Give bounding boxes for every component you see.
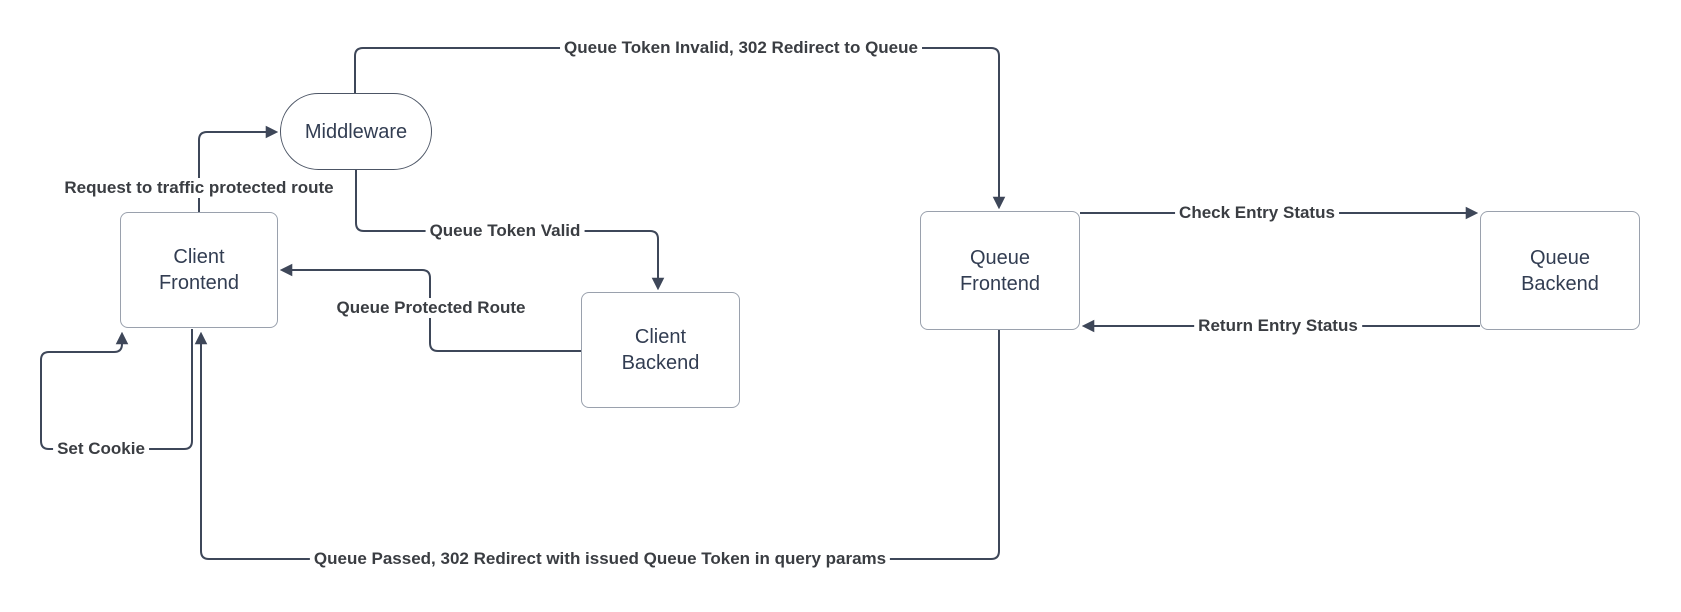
edge-label-return-entry: Return Entry Status: [1194, 316, 1362, 336]
edge-label-check-entry: Check Entry Status: [1175, 203, 1339, 223]
node-client-backend: Client Backend: [581, 292, 740, 408]
node-queue-backend: Queue Backend: [1480, 211, 1640, 330]
node-queue-backend-label-line1: Queue: [1529, 246, 1591, 269]
edge-label-set-cookie: Set Cookie: [53, 439, 149, 459]
edge-label-request-route: Request to traffic protected route: [60, 178, 338, 198]
node-client-backend-label-line1: Client: [634, 326, 687, 348]
node-queue-frontend-label-line1: Queue: [969, 246, 1031, 269]
edge-label-token-invalid: Queue Token Invalid, 302 Redirect to Que…: [560, 38, 922, 58]
edge-token-invalid: [354, 47, 999, 207]
edge-request-route: [198, 132, 276, 212]
node-queue-backend-label-line2: Backend: [1521, 272, 1599, 295]
edge-label-queue-passed: Queue Passed, 302 Redirect with issued Q…: [309, 549, 891, 569]
node-queue-frontend: Queue Frontend: [920, 211, 1080, 330]
edge-label-protected-route: Queue Protected Route: [332, 298, 530, 318]
node-client-frontend: Client Frontend: [120, 212, 278, 328]
node-client-backend-label-line2: Backend: [621, 352, 700, 374]
node-queue-frontend-label-line2: Frontend: [959, 272, 1041, 295]
node-middleware: Middleware: [280, 93, 432, 170]
node-client-frontend-label-line2: Frontend: [158, 272, 240, 294]
edge-set-cookie: [40, 329, 193, 450]
node-client-frontend-label-line1: Client: [173, 246, 225, 268]
node-middleware-label: Middleware: [304, 120, 408, 143]
edge-label-token-valid: Queue Token Valid: [425, 221, 585, 241]
